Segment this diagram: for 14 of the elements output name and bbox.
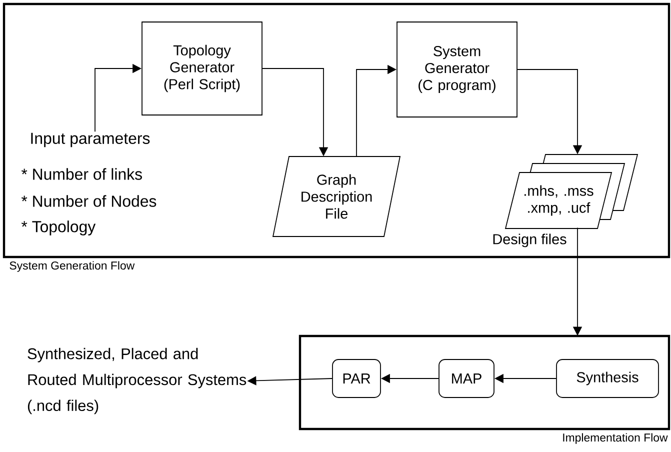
node-label: Implementation Flow xyxy=(563,433,668,444)
node-label: Design files xyxy=(493,234,566,248)
process-box: System Generator (C program) xyxy=(396,22,518,118)
input-label: Input parameters xyxy=(31,132,150,148)
list-item: * Number of Nodes xyxy=(21,195,156,207)
process-box: Topology Generator (Perl Script) xyxy=(142,22,262,116)
output-text: Synthesized, Placed and Routed Multiprocessor Systems (.ncd files) xyxy=(28,348,246,414)
document-stack: .mhs, .mss .xmp, .ucf Design files xyxy=(493,154,638,248)
process-box: Synthesis xyxy=(556,359,659,398)
node-label: System Generation Flow xyxy=(10,261,135,272)
list-item: * Number of links xyxy=(21,168,142,180)
process-box: PAR xyxy=(332,359,381,398)
process-box: MAP xyxy=(438,359,494,398)
list-item: * Topology xyxy=(21,220,96,236)
